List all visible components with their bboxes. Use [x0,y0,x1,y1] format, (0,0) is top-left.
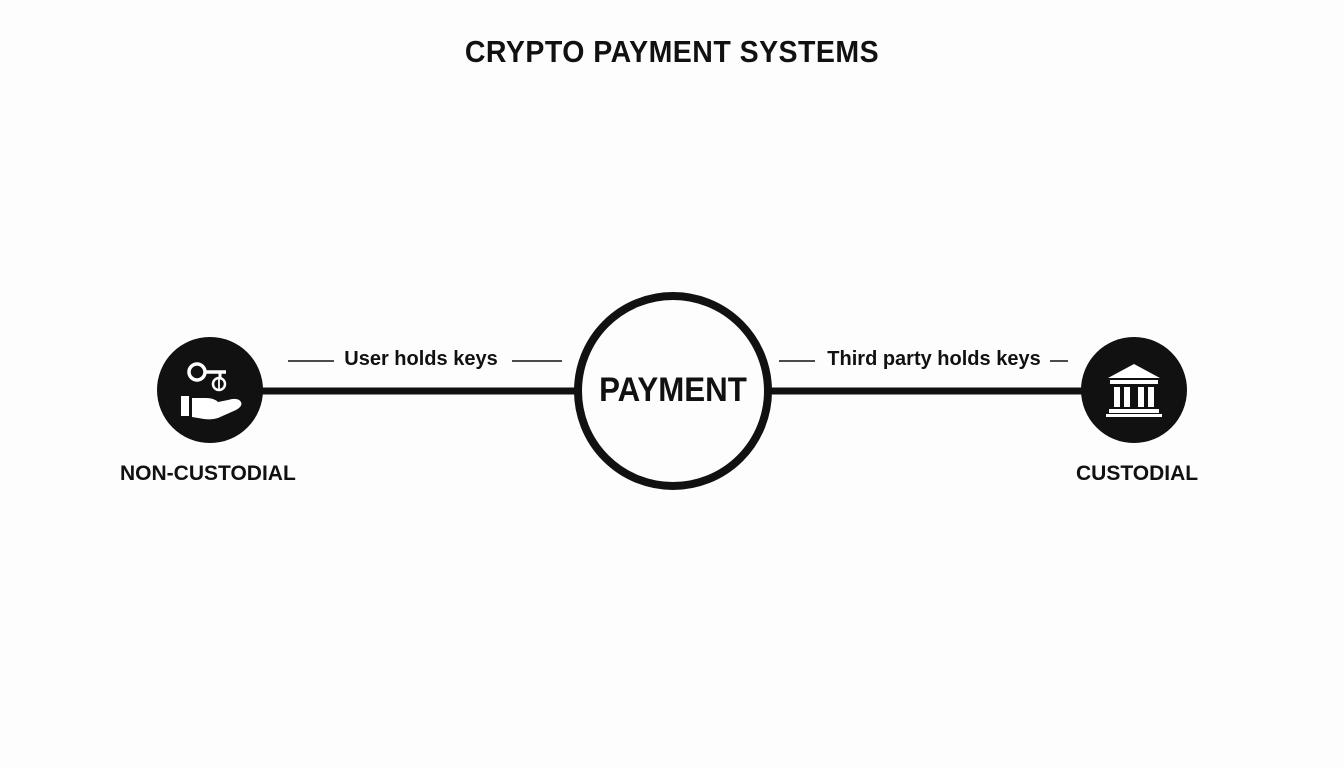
diagram-title: CRYPTO PAYMENT SYSTEMS [464,34,880,69]
payment-label: PAYMENT [599,371,747,409]
hand-key-icon [157,337,263,443]
non-custodial-caption: NON-CUSTODIAL [120,462,296,485]
custodial-caption: CUSTODIAL [1076,462,1199,485]
bank-icon [1081,337,1187,443]
edge-label-left: User holds keys [344,348,498,370]
edge-label-right: Third party holds keys [827,348,1041,370]
payment-node [574,292,772,490]
